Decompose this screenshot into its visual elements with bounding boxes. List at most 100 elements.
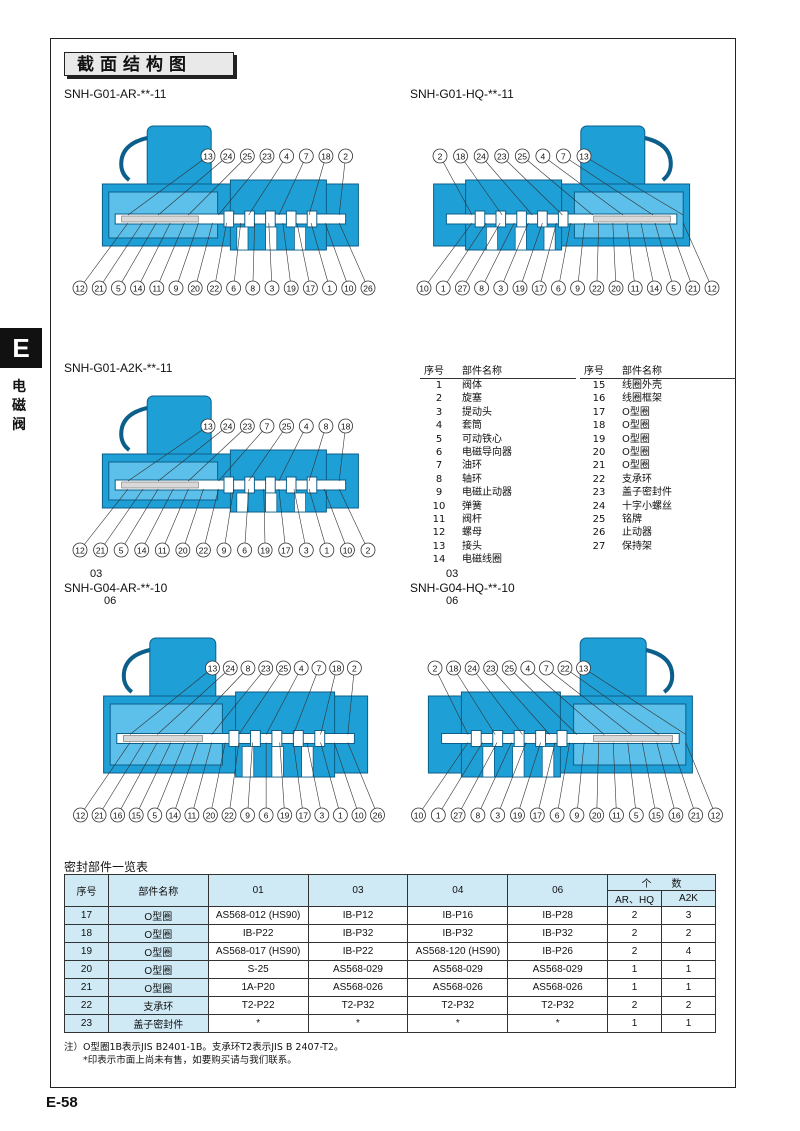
seal-cell: 盖子密封件 bbox=[107, 1014, 209, 1033]
callout-line bbox=[98, 222, 143, 289]
part-number: 4 bbox=[435, 420, 443, 432]
callout-line bbox=[320, 742, 341, 816]
part-name: 旋塞 bbox=[462, 393, 482, 405]
callout-bubble bbox=[91, 807, 107, 823]
callout-line bbox=[306, 742, 323, 816]
seal-cell: * bbox=[507, 1014, 609, 1033]
callout-line bbox=[612, 742, 617, 816]
seal-cell: 18 bbox=[64, 924, 109, 943]
seal-header-name: 部件名称 bbox=[107, 874, 209, 907]
callout-number: 26 bbox=[373, 811, 383, 821]
callout-number: 27 bbox=[453, 811, 463, 821]
callout-bubble bbox=[298, 418, 314, 434]
callout-bubble bbox=[455, 280, 470, 296]
callout-number: 7 bbox=[304, 152, 309, 162]
oil-port bbox=[486, 226, 499, 251]
seal-cell: 2 bbox=[607, 906, 663, 925]
callout-line bbox=[293, 742, 304, 816]
callout-bubble bbox=[72, 542, 88, 558]
valve-drawing bbox=[103, 637, 369, 778]
callout-bubble bbox=[258, 807, 274, 823]
oil-port bbox=[265, 226, 278, 251]
callout-line bbox=[173, 742, 199, 816]
callout-line bbox=[442, 222, 487, 289]
callout-line bbox=[418, 742, 469, 816]
callout-line bbox=[501, 155, 563, 216]
callout-number: 2 bbox=[366, 546, 371, 556]
seal-cell: AS568-029 bbox=[507, 960, 609, 979]
callout-number: 22 bbox=[592, 284, 602, 294]
page-title: 截面结构图 bbox=[64, 52, 234, 76]
oil-port bbox=[271, 746, 284, 778]
callout-number: 2 bbox=[438, 152, 443, 162]
spool-land bbox=[244, 210, 255, 228]
parts-row: 2 旋塞 bbox=[420, 392, 576, 405]
callout-number: 16 bbox=[671, 811, 681, 821]
seal-notes: 注）O型圈1B表示JIS B2401-1B。支承环T2表示JIS B 2407-… bbox=[64, 1041, 344, 1067]
callout-bubble bbox=[240, 660, 256, 676]
callout-bubble bbox=[338, 418, 354, 434]
callout-bubble bbox=[237, 542, 252, 558]
seal-cell: IB-P32 bbox=[407, 924, 509, 943]
callout-line bbox=[214, 222, 227, 289]
callout-number: 25 bbox=[279, 664, 289, 674]
seal-cell: 支承环 bbox=[107, 996, 209, 1015]
callout-line bbox=[278, 425, 307, 482]
callout-number: 24 bbox=[467, 664, 477, 674]
part-number: 7 bbox=[435, 460, 443, 472]
part-number: 2 bbox=[435, 393, 443, 405]
part-name: 油环 bbox=[462, 460, 482, 472]
callout-line bbox=[439, 155, 473, 216]
callout-bubble bbox=[154, 542, 170, 558]
callout-bubble bbox=[187, 280, 203, 296]
callout-bubble bbox=[450, 807, 466, 823]
parts-row: 7 油环 bbox=[420, 459, 576, 472]
callout-bubble bbox=[474, 280, 489, 296]
part-number: 19 bbox=[592, 433, 606, 445]
callout-number: 15 bbox=[131, 811, 141, 821]
callout-bubble bbox=[411, 807, 426, 823]
callout-bubble bbox=[589, 280, 605, 296]
part-name: O型圈 bbox=[622, 460, 650, 472]
callout-number: 10 bbox=[419, 284, 429, 294]
callout-number: 22 bbox=[199, 546, 209, 556]
callout-bubble bbox=[165, 807, 181, 823]
callout-line bbox=[211, 667, 266, 735]
callout-bubble bbox=[259, 418, 275, 434]
callout-line bbox=[248, 425, 287, 482]
valve-drawing bbox=[101, 125, 359, 251]
callout-line bbox=[244, 488, 249, 551]
callout-bubble bbox=[205, 660, 220, 676]
callout-number: 8 bbox=[476, 811, 481, 821]
callout-number: 8 bbox=[250, 284, 255, 294]
callout-bubble bbox=[370, 807, 385, 823]
callout-bubble bbox=[483, 660, 499, 676]
callout-number: 1 bbox=[436, 811, 441, 821]
seal-cell: 19 bbox=[64, 942, 109, 961]
parts-header-no: 序号 bbox=[420, 361, 458, 379]
oil-port bbox=[236, 492, 249, 513]
seal-header-03: 03 bbox=[307, 874, 409, 907]
part-name: 电磁线圈 bbox=[462, 554, 502, 566]
callout-line bbox=[480, 155, 533, 216]
callout-bubble bbox=[453, 148, 468, 164]
callout-bubble bbox=[239, 418, 255, 434]
callout-line bbox=[453, 667, 496, 735]
callout-line bbox=[527, 667, 605, 735]
callout-number: 13 bbox=[208, 664, 218, 674]
callout-bubble bbox=[346, 660, 362, 676]
callout-line bbox=[184, 667, 249, 735]
callout-bubble bbox=[341, 280, 357, 296]
callout-bubble bbox=[168, 280, 184, 296]
callout-line bbox=[127, 425, 209, 482]
valve-drawing bbox=[101, 395, 359, 513]
callout-bubble bbox=[147, 807, 163, 823]
